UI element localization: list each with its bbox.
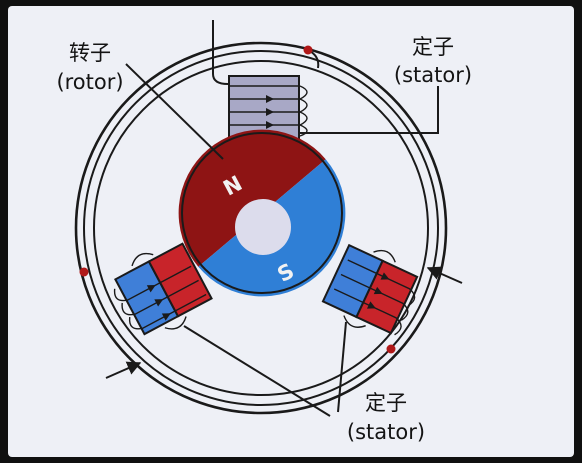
stator-right [321, 243, 419, 336]
leader-rotor [125, 63, 224, 160]
outer-rings [74, 41, 448, 415]
ring-outer [74, 41, 448, 415]
leader-stator-bottom-left [183, 325, 331, 417]
junction-dot-top [303, 45, 313, 55]
label-rotor-en: (rotor) [56, 70, 123, 94]
rotor-outline [181, 132, 343, 294]
rotor: N S [178, 129, 346, 297]
label-rotor-cn: 转子 [69, 41, 111, 65]
ring-middle [83, 50, 439, 406]
diagram-panel: N S 转子 (rotor) 定子 (stator) 定子 (stator) [8, 6, 574, 457]
leader-stator-top [298, 86, 439, 134]
stator-left [113, 242, 213, 336]
leader-stator-bottom-right [337, 321, 347, 413]
rotor-north-half [178, 129, 326, 267]
stator-top [228, 75, 308, 141]
motor-diagram: N S 转子 (rotor) 定子 (stator) 定子 (stator) [56, 20, 472, 444]
wire-arrows [105, 266, 463, 379]
rotor-shaft [235, 199, 291, 255]
arrow-left-wire [105, 361, 142, 379]
label-stator-bottom-en: (stator) [347, 420, 425, 444]
leader-lines [125, 63, 439, 417]
junction-dot-left [79, 267, 89, 277]
ring-inner [93, 60, 429, 396]
label-stator-top-cn: 定子 [412, 35, 454, 59]
label-stator-top-en: (stator) [394, 63, 472, 87]
arrow-right-wire [426, 266, 463, 284]
junction-dot-bottom-right [386, 344, 396, 354]
junction-dots [79, 45, 396, 354]
label-stator-bottom-cn: 定子 [365, 391, 407, 415]
